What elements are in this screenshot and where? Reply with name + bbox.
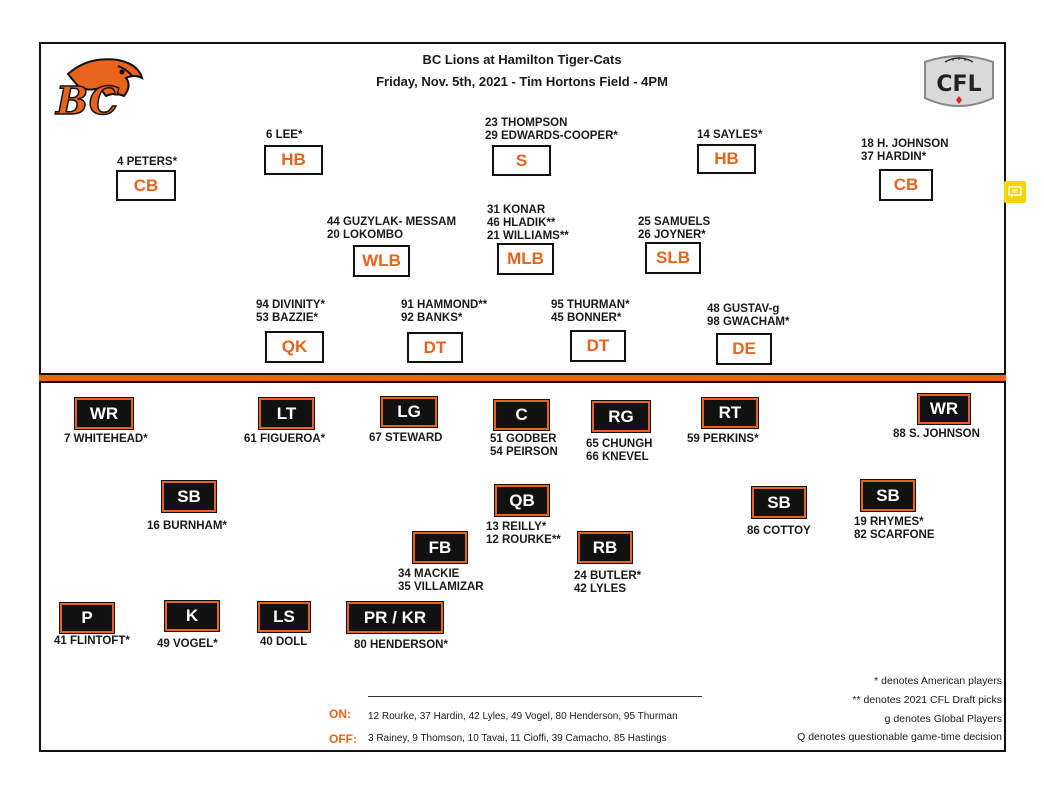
legend-questionable: Q denotes questionable game-time decisio… — [797, 731, 1002, 743]
rt-names: 59 PERKINS* — [687, 433, 759, 445]
bc-lions-logo: BC — [48, 52, 144, 124]
lg-names: 67 STEWARD — [369, 432, 443, 444]
wr-right-names: 88 S. JOHNSON — [893, 428, 980, 440]
cb-left-names: 4 PETERS* — [117, 156, 178, 168]
line-of-scrimmage — [39, 373, 1006, 383]
cb-right-box: CB — [879, 169, 933, 201]
de-box: DE — [716, 333, 772, 365]
sb-right-names: 19 RHYMES*82 SCARFONE — [854, 516, 935, 541]
fb-box: FB — [412, 531, 468, 564]
legend-american: * denotes American players — [874, 675, 1002, 687]
lg-box: LG — [380, 396, 438, 428]
sb-mid-box: SB — [751, 486, 807, 519]
pr-kr-names: 80 HENDERSON* — [354, 639, 448, 651]
cfl-logo: CFL — [921, 52, 997, 114]
ls-box: LS — [257, 601, 311, 633]
dt-left-box: DT — [407, 332, 463, 363]
comment-icon[interactable] — [1004, 181, 1026, 203]
k-box: K — [164, 600, 220, 632]
s-box: S — [492, 145, 551, 176]
off-label: OFF: — [329, 732, 357, 746]
k-names: 49 VOGEL* — [157, 638, 218, 650]
roster-divider — [368, 696, 702, 697]
off-list: 3 Rainey, 9 Thomson, 10 Tavai, 11 Cioffi… — [368, 733, 667, 744]
sb-left-box: SB — [161, 480, 217, 513]
ls-names: 40 DOLL — [260, 636, 308, 648]
slb-box: SLB — [645, 242, 701, 274]
wlb-box: WLB — [353, 245, 410, 277]
rg-box: RG — [591, 400, 651, 433]
cb-left-box: CB — [116, 170, 176, 201]
p-box: P — [59, 602, 115, 634]
hb-right-names: 14 SAYLES* — [697, 129, 763, 141]
on-label: ON: — [329, 707, 351, 721]
dt-right-names: 95 THURMAN*45 BONNER* — [551, 299, 630, 324]
sb-mid-names: 86 COTTOY — [747, 525, 811, 537]
game-title: BC Lions at Hamilton Tiger-Cats — [422, 52, 622, 67]
hb-left-names: 6 LEE* — [266, 129, 303, 141]
qb-names: 13 REILLY*12 ROURKE** — [486, 521, 561, 546]
dt-left-names: 91 HAMMOND**92 BANKS* — [401, 299, 488, 324]
rb-names: 24 BUTLER*42 LYLES — [574, 570, 642, 595]
legend-draft: ** denotes 2021 CFL Draft picks — [852, 694, 1002, 706]
svg-text:BC: BC — [55, 78, 119, 120]
sb-left-names: 16 BURNHAM* — [147, 520, 227, 532]
hb-left-box: HB — [264, 145, 323, 175]
qb-box: QB — [494, 484, 550, 517]
svg-text:CFL: CFL — [936, 72, 981, 97]
mlb-box: MLB — [497, 243, 554, 275]
dt-right-box: DT — [570, 330, 626, 362]
rb-box: RB — [577, 531, 633, 564]
sb-right-box: SB — [860, 479, 916, 512]
lt-names: 61 FIGUEROA* — [244, 433, 326, 445]
qk-names: 94 DIVINITY*53 BAZZIE* — [256, 299, 326, 324]
pr-kr-box: PR / KR — [346, 601, 444, 634]
p-names: 41 FLINTOFT* — [54, 635, 130, 647]
on-list: 12 Rourke, 37 Hardin, 42 Lyles, 49 Vogel… — [368, 711, 678, 722]
rt-box: RT — [701, 397, 759, 429]
game-subtitle: Friday, Nov. 5th, 2021 - Tim Hortons Fie… — [376, 74, 668, 89]
legend-global: g denotes Global Players — [884, 713, 1002, 725]
wr-left-names: 7 WHITEHEAD* — [64, 433, 148, 445]
lt-box: LT — [258, 397, 315, 430]
hb-right-box: HB — [697, 144, 756, 174]
qk-box: QK — [265, 331, 324, 363]
wr-right-box: WR — [917, 393, 971, 425]
c-box: C — [493, 399, 550, 431]
wr-left-box: WR — [74, 397, 134, 430]
